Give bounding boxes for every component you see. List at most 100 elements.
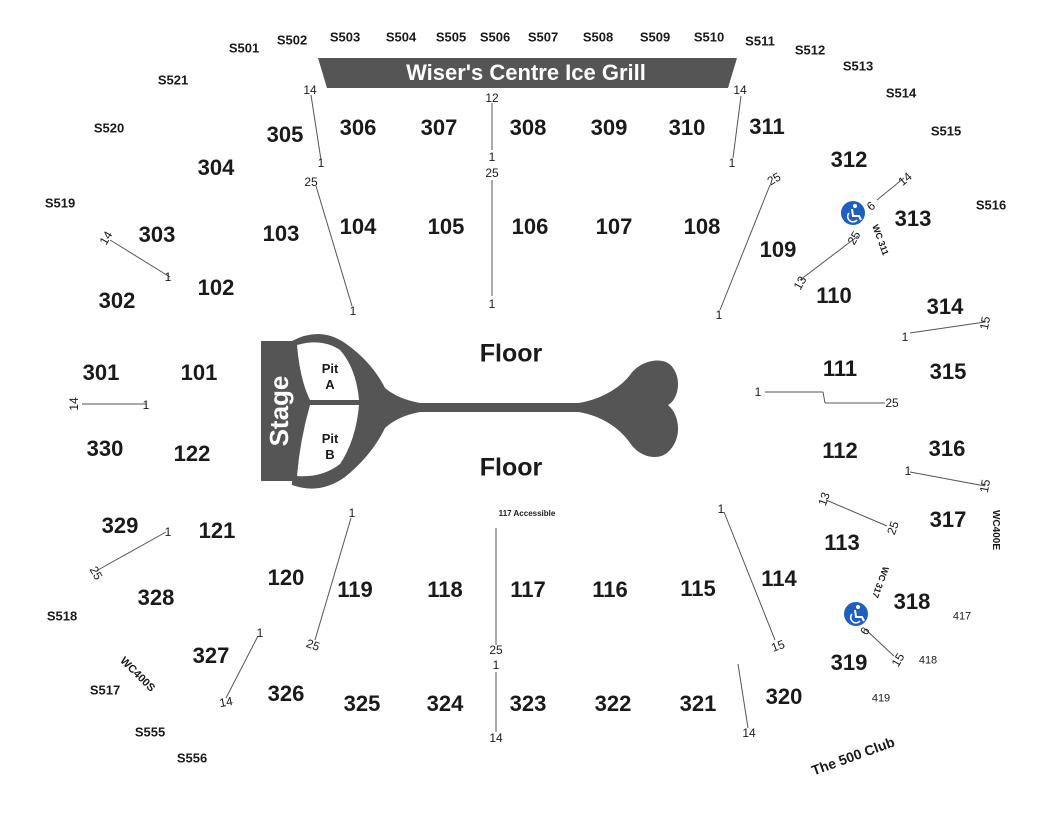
section-label[interactable]: 319: [830, 650, 868, 675]
section-label[interactable]: 111: [822, 356, 858, 381]
section-label[interactable]: 120: [267, 565, 305, 590]
suite-label[interactable]: S516: [975, 197, 1007, 213]
suite-label[interactable]: S515: [930, 123, 962, 139]
section-label[interactable]: 302: [98, 288, 136, 313]
section-label[interactable]: 110: [816, 283, 852, 308]
section-label[interactable]: 311: [749, 114, 785, 139]
section-label[interactable]: 324: [426, 691, 464, 716]
suite-label[interactable]: S512: [794, 42, 826, 58]
suite-label[interactable]: S509: [639, 29, 671, 45]
suite-label[interactable]: S520: [93, 120, 125, 136]
section-label[interactable]: 112: [822, 438, 858, 463]
section-label[interactable]: 323: [509, 691, 547, 716]
section-label[interactable]: 327: [192, 643, 230, 668]
section-label[interactable]: 313: [894, 206, 932, 231]
suite-label[interactable]: 418: [918, 654, 938, 667]
suite-label[interactable]: S501: [228, 40, 260, 56]
section-label[interactable]: 121: [198, 518, 236, 543]
section-label[interactable]: 106: [511, 214, 549, 239]
suite-label[interactable]: 419: [871, 692, 891, 705]
section-label[interactable]: 307: [420, 115, 458, 140]
pit-a-area[interactable]: [297, 342, 359, 400]
section-label[interactable]: 328: [137, 585, 175, 610]
section-label[interactable]: 325: [343, 691, 381, 716]
accessible-117-label[interactable]: 117 Accessible: [498, 509, 556, 518]
section-label[interactable]: 310: [668, 115, 706, 140]
section-label[interactable]: 312: [830, 147, 868, 172]
section-label[interactable]: 305: [266, 122, 304, 147]
section-label[interactable]: 114: [761, 566, 797, 591]
row-number: 25: [489, 643, 503, 657]
pit-b-area[interactable]: [297, 405, 359, 477]
row-number: 1: [142, 398, 150, 412]
suite-label[interactable]: S507: [527, 29, 559, 45]
section-label[interactable]: 113: [824, 530, 860, 555]
wheelchair-icon: [841, 201, 865, 225]
section-label[interactable]: 101: [180, 360, 218, 385]
section-label[interactable]: 109: [759, 237, 797, 262]
section-label[interactable]: 117: [510, 577, 546, 602]
section-label[interactable]: 329: [101, 513, 139, 538]
suite-label[interactable]: S556: [176, 750, 208, 766]
suite-label[interactable]: S555: [134, 724, 166, 740]
suite-label[interactable]: S510: [693, 29, 725, 45]
section-label[interactable]: 330: [86, 436, 124, 461]
section-label[interactable]: 318: [893, 589, 931, 614]
row-number: 12: [485, 91, 499, 105]
suite-label[interactable]: 417: [952, 610, 972, 623]
section-label[interactable]: 105: [427, 214, 465, 239]
section-label[interactable]: 316: [928, 436, 966, 461]
row-number: 1: [904, 464, 912, 478]
row-number: 14: [489, 731, 503, 745]
section-label[interactable]: 104: [339, 214, 377, 239]
suite-label[interactable]: S502: [276, 32, 308, 48]
row-number: 15: [976, 478, 994, 494]
section-label[interactable]: 321: [679, 691, 717, 716]
suite-label[interactable]: S503: [329, 29, 361, 45]
section-label[interactable]: 301: [82, 360, 120, 385]
suite-label[interactable]: S513: [842, 58, 874, 74]
row-number: 1: [717, 502, 725, 516]
section-label[interactable]: 322: [594, 691, 632, 716]
suite-label[interactable]: S519: [44, 195, 76, 211]
row-number: 14: [742, 726, 756, 740]
suite-label[interactable]: S521: [157, 72, 189, 88]
section-label[interactable]: 119: [337, 577, 373, 602]
stage-block[interactable]: [261, 341, 297, 481]
section-label[interactable]: 320: [765, 684, 803, 709]
suite-label[interactable]: S511: [745, 33, 775, 49]
section-label[interactable]: 108: [683, 214, 721, 239]
section-label[interactable]: 303: [138, 222, 176, 247]
section-label[interactable]: 308: [509, 115, 547, 140]
suite-label[interactable]: S506: [479, 29, 511, 45]
section-label[interactable]: 314: [926, 294, 964, 319]
section-label[interactable]: 103: [262, 221, 300, 246]
suite-label[interactable]: S514: [885, 85, 917, 101]
section-label[interactable]: 317: [929, 507, 967, 532]
row-number: 1: [728, 156, 736, 170]
row-number: 1: [492, 658, 500, 672]
section-label[interactable]: 116: [592, 577, 628, 602]
row-number: 1: [754, 385, 762, 399]
section-label[interactable]: 122: [173, 441, 211, 466]
section-label[interactable]: 115: [680, 576, 716, 601]
floor-north-label[interactable]: Floor: [479, 339, 543, 368]
row-number: 1: [164, 525, 172, 539]
section-label[interactable]: 315: [929, 359, 967, 384]
suite-label[interactable]: S504: [385, 29, 417, 45]
grill-banner[interactable]: [318, 58, 737, 88]
suite-label[interactable]: S508: [582, 29, 614, 45]
section-label[interactable]: 107: [595, 214, 633, 239]
section-label[interactable]: 309: [590, 115, 628, 140]
section-label[interactable]: 326: [267, 681, 305, 706]
section-label[interactable]: 118: [427, 577, 463, 602]
suite-label[interactable]: S518: [46, 608, 78, 624]
suite-label[interactable]: S517: [89, 682, 121, 698]
section-label[interactable]: 306: [339, 115, 377, 140]
floor-south-label[interactable]: Floor: [479, 453, 543, 482]
section-label[interactable]: 102: [197, 275, 235, 300]
section-label[interactable]: 304: [197, 155, 235, 180]
suite-label[interactable]: S505: [435, 29, 467, 45]
